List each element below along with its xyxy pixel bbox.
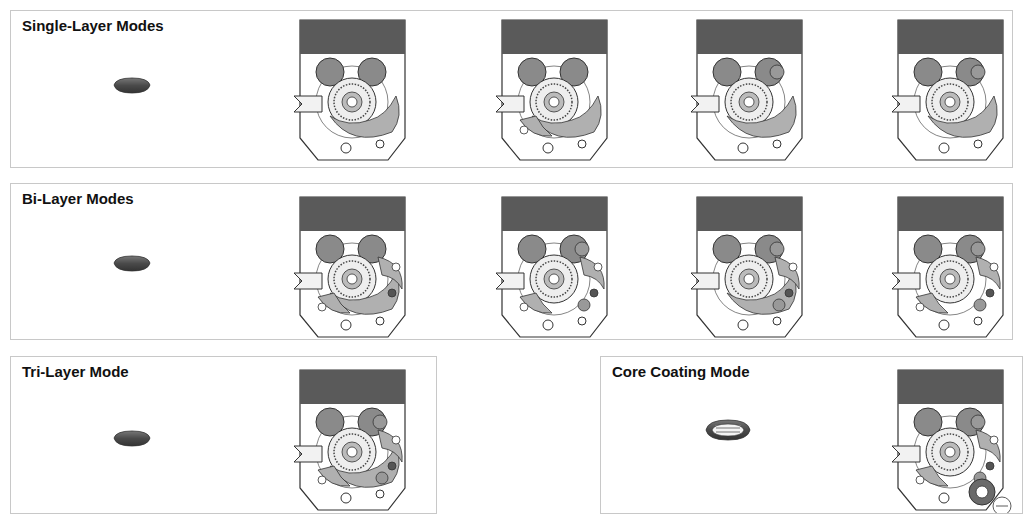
panel-title: Core Coating Mode <box>610 363 752 380</box>
panel-title: Tri-Layer Mode <box>20 363 131 380</box>
mode-panel: Single-Layer Modes <box>10 10 1013 168</box>
panel-title: Single-Layer Modes <box>20 17 166 34</box>
mode-panel: Bi-Layer Modes <box>10 183 1013 340</box>
mode-panel: Tri-Layer Mode <box>10 356 437 514</box>
mode-panel: Core Coating Mode <box>600 356 1023 514</box>
panel-title: Bi-Layer Modes <box>20 190 136 207</box>
